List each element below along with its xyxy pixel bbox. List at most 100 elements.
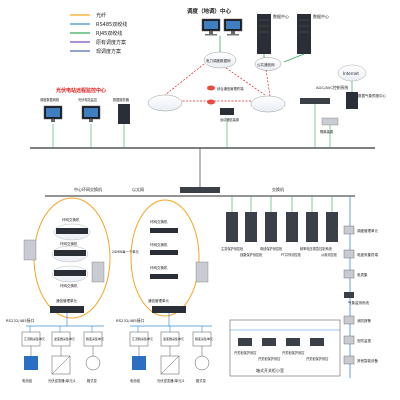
remote-ws-label: 调度数据网络 <box>40 97 60 102</box>
cabinet-label: 公用测控柜 <box>321 252 338 257</box>
server-rack-icon <box>195 261 209 283</box>
device-label: 消防报警 <box>357 318 371 323</box>
device-label: 箱式变 <box>196 378 207 383</box>
server-rack-icon <box>91 261 105 283</box>
device-label: 电池组 <box>130 378 141 383</box>
cloud-switch <box>51 265 89 283</box>
unit-label: 逆变器采集单元 <box>54 336 75 341</box>
server-rack-icon <box>346 92 358 109</box>
firewall-icon <box>321 117 339 126</box>
device-label: 电池组 <box>22 378 33 383</box>
cabinet-icon <box>326 212 338 242</box>
comm-manager-icon <box>152 306 186 313</box>
ring-switch-label: 环网交换机 <box>60 241 78 246</box>
right-switch-label: 交换机 <box>272 186 284 192</box>
monitor-icon <box>81 105 101 122</box>
small-room-devices <box>238 338 324 346</box>
cabinet-icon <box>286 212 298 242</box>
cloud-switch <box>53 223 91 241</box>
device-label: 光伏逆变器(单元)1 <box>157 378 185 383</box>
remote-monitor-title: 光伏电站远程监控中心 <box>55 87 106 94</box>
legend-label: RS485双绞线 <box>96 21 127 28</box>
legend-label: 光纤 <box>96 12 106 19</box>
ethernet-label: 以太网 <box>132 186 144 192</box>
ring-switch-label: 环网交换机 <box>150 219 168 224</box>
device-icon <box>343 335 355 345</box>
protection-device-icon <box>262 338 276 346</box>
switch-icon <box>180 187 220 193</box>
weather-center-label: 数据气象预报中心 <box>358 93 386 98</box>
server-label: 数据中心 <box>273 13 289 19</box>
switch-icon <box>150 274 178 279</box>
public-network-label: 公共通信网 <box>257 62 275 67</box>
protection-device-icon <box>238 338 252 346</box>
device-label: 气象监测系统 <box>348 300 369 305</box>
switch-icon <box>150 228 178 233</box>
left-switch-label: 中心环网交换机 <box>74 186 102 192</box>
device-icon <box>343 225 355 235</box>
ring-switch-label: 环网交换机 <box>150 242 168 247</box>
cabinet-label: 频率电压紧急控制系统 <box>300 246 333 251</box>
network-cloud <box>147 94 183 112</box>
server-rack-icon <box>297 14 311 54</box>
protection-device-icon <box>286 338 300 346</box>
right-fiber-ring <box>130 199 200 317</box>
comm-manager-icon <box>50 306 84 313</box>
legend-label: RJ45双绞线 <box>96 30 122 37</box>
cabinet-row <box>226 212 338 242</box>
device-label: 安防监视 <box>357 338 371 343</box>
public-network-cloud <box>254 57 282 71</box>
router-label: 远动通信装置 <box>220 117 239 122</box>
protection-label: 开关柜保护测控 <box>234 350 257 355</box>
right-device-list: 调度管理单元 电度采集终端 电表集 气象监测系统 消防报警 安防监视 其他智能设… <box>343 225 378 365</box>
device-label: 其他智能设备 <box>357 358 378 363</box>
dispatch-center-title: 调度（地调）中心 <box>187 7 232 15</box>
rs-interface-label: RS232/485接口 <box>6 318 35 323</box>
monitor-icon <box>223 18 243 36</box>
router-icon <box>207 99 215 105</box>
device-label: 调度管理单元 <box>357 228 378 233</box>
unit-label: 汇流箱采集单元 <box>24 336 45 341</box>
agc-device-icon <box>300 98 330 104</box>
router-icon <box>220 108 234 115</box>
unit-label: 箱变采集单元 <box>195 336 213 341</box>
unit-label: 逆变器采集单元 <box>163 336 184 341</box>
server-rack-icon <box>23 239 37 261</box>
firewall-label: 隔离装置 <box>320 129 334 134</box>
internet-label: Internet <box>343 71 359 76</box>
cloud-switch <box>51 245 89 263</box>
legend-label: 原有调度方案 <box>96 39 126 46</box>
device-label: 电表集 <box>357 272 368 277</box>
protection-label: 开关柜保护测控 <box>282 350 305 355</box>
remote-ws-label: 光伏电站监控 <box>78 97 98 102</box>
device-icon <box>343 355 355 365</box>
server-rack-icon <box>257 14 271 54</box>
cabinet-icon <box>226 212 238 242</box>
ring-switch-label: 环网交换机 <box>150 265 168 270</box>
switch-icon <box>150 250 178 255</box>
protection-label: 开关柜保护测控 <box>306 356 329 361</box>
protection-label: 开关柜保护测控 <box>258 356 281 361</box>
remote-srv-label: 数据服务器 <box>113 97 130 102</box>
device-label: 箱式变 <box>87 378 98 383</box>
transformer-icon <box>194 355 210 371</box>
cabinet-label: PT并列测控柜 <box>281 252 302 257</box>
device-label: 光伏逆变器(单元)1 <box>48 378 76 383</box>
power-network-cloud <box>203 51 237 69</box>
server-rack-icon <box>118 104 130 124</box>
cabinet-icon <box>245 212 257 242</box>
cabinet-label: 主变保护测控柜 <box>221 246 244 251</box>
protection-device-icon <box>310 338 324 346</box>
router-icon <box>207 85 215 91</box>
small-room-frame <box>229 319 341 377</box>
legend: 光纤 RS485双绞线 RJ45双绞线 原有调度方案 现调度方案 <box>70 12 127 55</box>
comm-manager-label: 通信管理单元 <box>56 298 77 303</box>
transformer-icon <box>85 355 101 371</box>
unit-label: 汇流箱采集单元 <box>132 336 153 341</box>
device-icon <box>343 269 355 279</box>
battery-icon <box>132 356 146 370</box>
internet-cloud: Internet <box>337 64 367 82</box>
small-room-label: 箱式开关柜小室 <box>256 367 284 373</box>
ring-switch-label: 环网交换机 <box>60 283 78 288</box>
